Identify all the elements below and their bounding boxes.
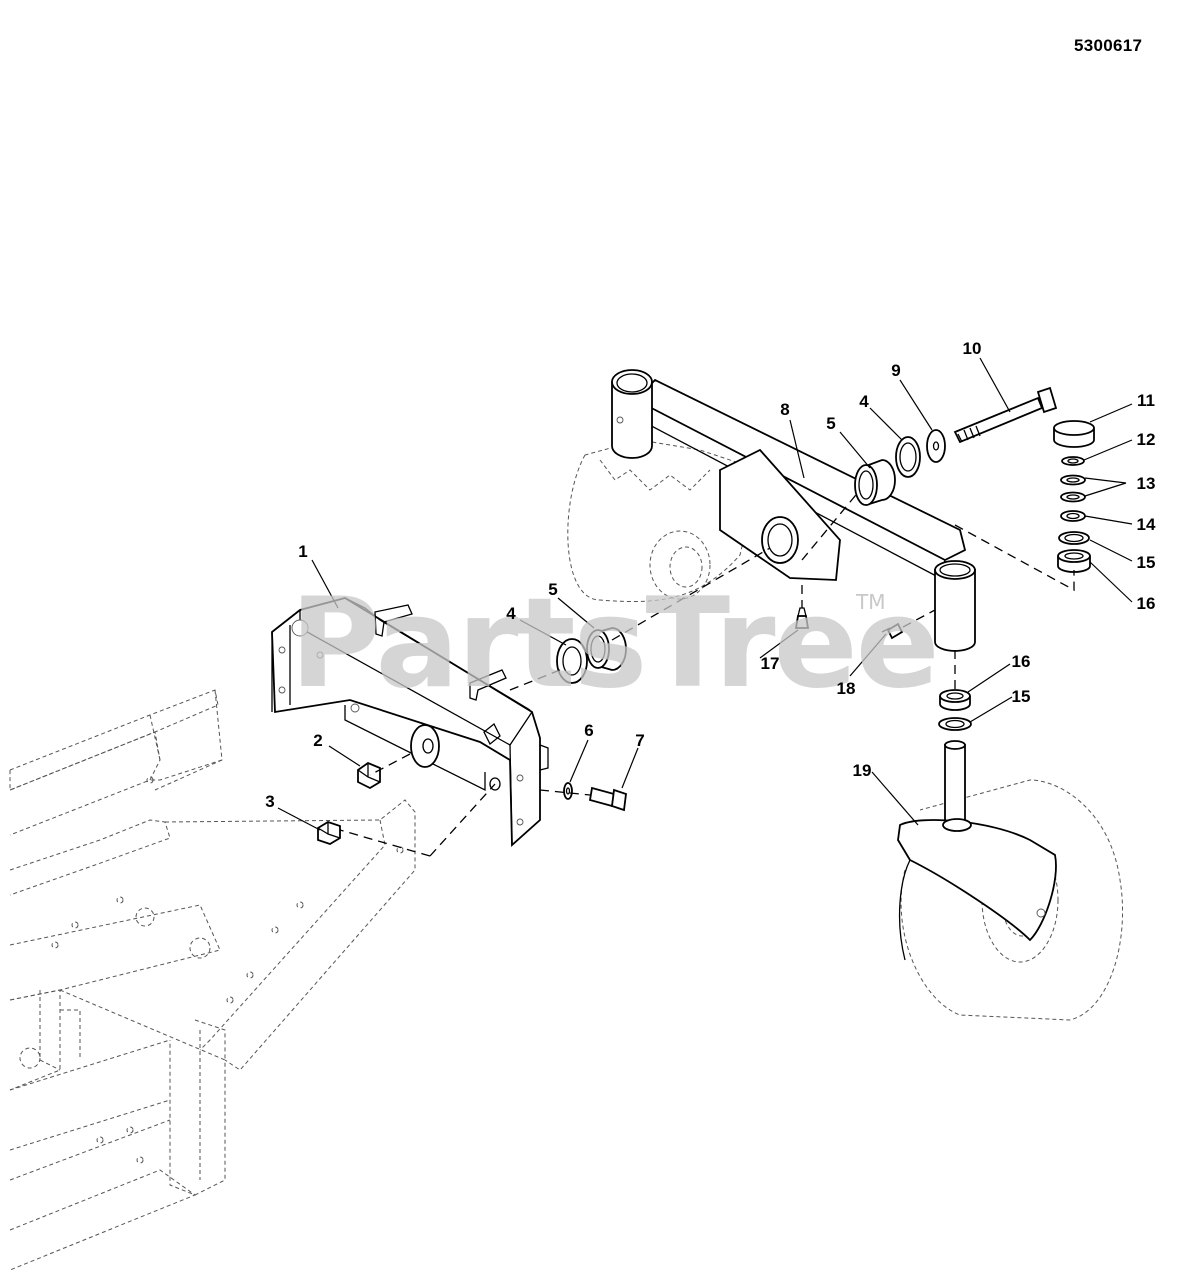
watermark-trademark: TM (856, 590, 886, 614)
document-number: 5300617 (1074, 36, 1143, 55)
bushing-washer-set-b (854, 386, 1058, 506)
mower-frame-ghost (9, 689, 416, 1271)
callout-1[interactable]: 1 (298, 542, 308, 561)
callout-13[interactable]: 13 (1136, 474, 1156, 493)
callout-7[interactable]: 7 (635, 731, 645, 750)
callout-4-upper[interactable]: 4 (859, 392, 869, 411)
caster-wheel-assembly (897, 689, 1123, 1021)
callout-6[interactable]: 6 (584, 721, 594, 740)
callout-5-lower[interactable]: 5 (548, 580, 558, 599)
bearing-stack-top (1053, 420, 1095, 573)
hardware-items (317, 607, 904, 845)
bushing-washer-set-a (556, 627, 627, 684)
callout-3[interactable]: 3 (265, 792, 275, 811)
callout-11[interactable]: 11 (1137, 391, 1155, 410)
callout-9[interactable]: 9 (891, 361, 901, 380)
callout-8[interactable]: 8 (780, 400, 790, 419)
callout-18[interactable]: 18 (836, 679, 856, 698)
caster-axle-beam (567, 369, 976, 652)
callout-19[interactable]: 19 (852, 761, 872, 780)
callout-10[interactable]: 10 (962, 339, 982, 358)
leader-lines (277, 357, 1133, 831)
callout-2[interactable]: 2 (313, 731, 323, 750)
callout-15-upper[interactable]: 15 (1136, 553, 1156, 572)
assembly-lines (339, 489, 1075, 857)
callout-4-lower[interactable]: 4 (506, 604, 516, 623)
callout-12[interactable]: 12 (1136, 430, 1156, 449)
callout-17[interactable]: 17 (760, 654, 780, 673)
callout-16-lower[interactable]: 16 (1011, 652, 1031, 671)
callout-16-upper[interactable]: 16 (1136, 594, 1156, 613)
pivot-bracket-drawing (271, 597, 549, 847)
callout-14[interactable]: 14 (1136, 515, 1156, 534)
callout-5-upper[interactable]: 5 (826, 414, 836, 433)
callout-15-lower[interactable]: 15 (1011, 687, 1031, 706)
